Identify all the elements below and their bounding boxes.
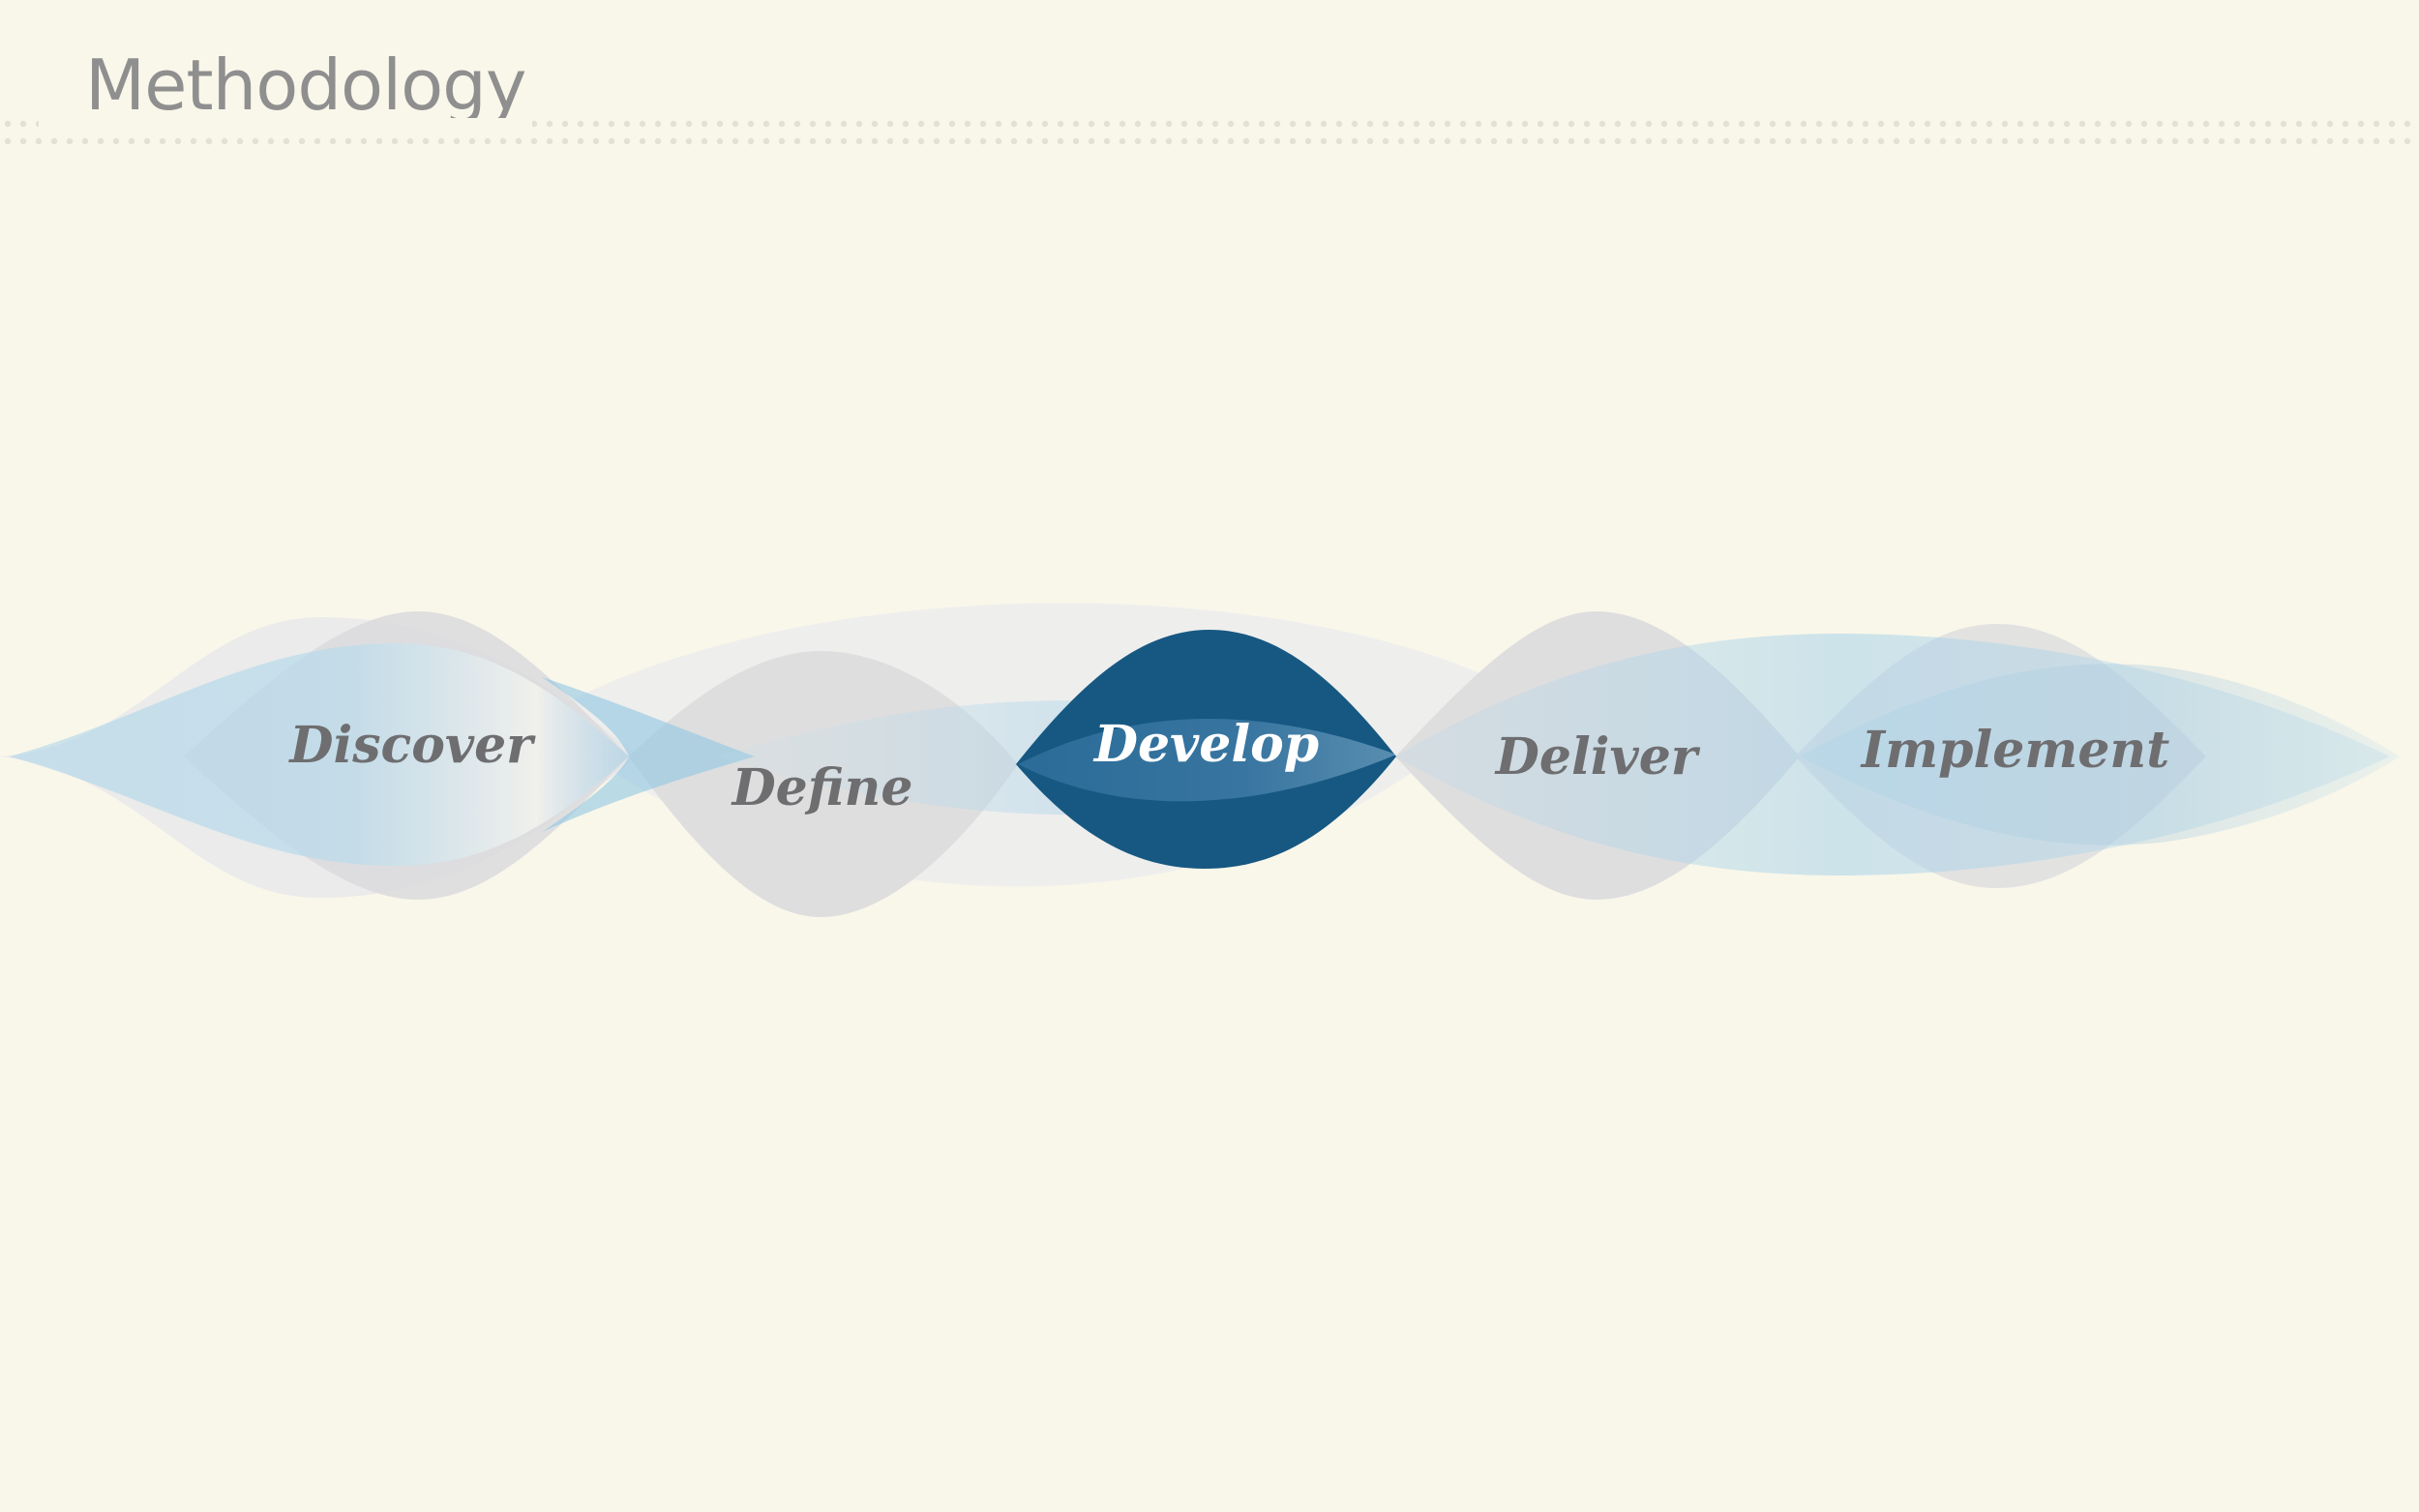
stage-label-discover: Discover [287, 716, 536, 775]
stage-label-deliver: Deliver [1494, 727, 1701, 786]
stage-label-define: Define [731, 758, 913, 817]
develop-highlight-band [1018, 718, 1396, 802]
stage-label-develop: Develop [1092, 715, 1319, 774]
title-divider [0, 118, 2419, 153]
implement-blue-lens [1800, 664, 2400, 845]
stage-label-implement: Implement [1860, 721, 2169, 780]
page-title: Methodology [85, 44, 526, 126]
discover-blue-ribbon [542, 677, 755, 832]
discover-blue-lens [10, 643, 629, 866]
